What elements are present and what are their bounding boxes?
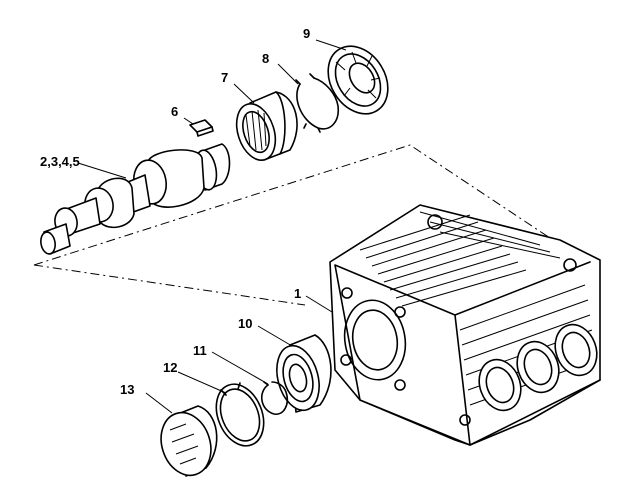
roller-bearing-part [235,91,298,161]
crankcase-part [329,204,601,446]
leader-lines [77,39,347,414]
seal-ring-part [327,45,389,115]
label-seal-ring: 9 [303,26,310,41]
ball-bearing-part [276,334,332,413]
label-cover-cap: 13 [120,382,134,397]
crankshaft-part [40,143,231,255]
label-circlip-upper: 8 [262,51,269,66]
label-circlip-large: 12 [163,360,177,375]
label-ball-bearing: 10 [238,316,252,331]
label-roller-bearing: 7 [221,70,228,85]
label-crankcase: 1 [294,286,301,301]
label-crankshaft: 2,3,4,5 [40,154,80,169]
circlip-upper-part [295,73,340,133]
circlip-small-part [261,381,289,415]
key-part [189,119,214,137]
label-circlip-small: 11 [193,343,207,358]
cover-cap-part [160,405,218,477]
label-key: 6 [171,104,178,119]
